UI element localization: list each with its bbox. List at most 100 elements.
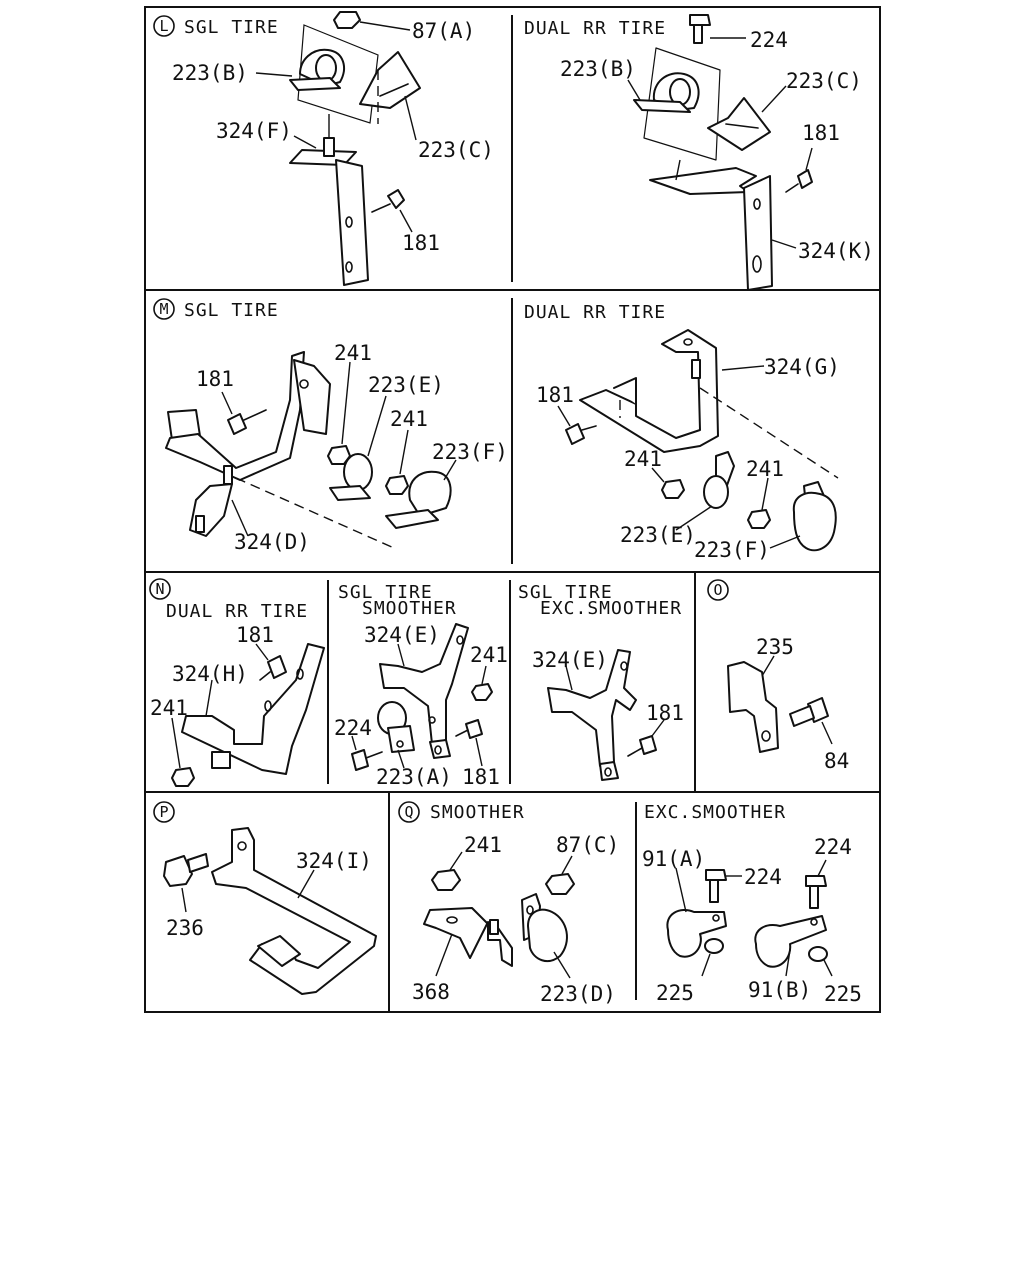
callout-324e-n3: 324(E) [532,648,608,672]
washer-225-q2-drawing [808,946,833,977]
clamp-223a-drawing [377,701,415,753]
callout-181: 181 [402,231,440,255]
callout-223e-m-dual: 223(E) [620,523,696,547]
clamp-223e-m-dual-drawing [675,451,735,531]
callout-223d: 223(D) [540,982,616,1006]
callout-181-dual: 181 [802,121,840,145]
callout-324k: 324(K) [798,239,874,263]
callout-224-q2: 224 [814,835,852,859]
bracket-324k-drawing [649,159,773,291]
panel-title-m-sgl-tire: SGL TIRE [184,300,279,321]
svg-text:O: O [713,581,722,599]
callout-91a: 91(A) [642,847,705,871]
callout-241-m-dual2: 241 [746,457,784,481]
panel-title-n-exc-smoother: EXC.SMOOTHER [540,598,682,619]
bracket-324i-drawing [211,827,377,995]
washer-225-q-drawing [701,938,724,977]
section-p: P 324(I) 236 [153,801,377,995]
section-badge-m: M [153,298,175,320]
bracket-324f-drawing [289,114,369,286]
callout-181-n3: 181 [646,701,684,725]
section-badge-l: L [153,15,175,37]
section-n: N DUAL RR TIRE SGL TIRE SMOOTHER SGL TIR… [149,578,684,789]
panel-title-l-dual-rr-tire: DUAL RR TIRE [524,18,666,39]
clip-223c-drawing [359,51,421,124]
bolt-224-n-drawing [351,735,383,771]
callout-324i: 324(I) [296,849,372,873]
callout-181-m: 181 [196,367,234,391]
svg-text:L: L [159,17,168,35]
diagram-frame [144,6,881,1013]
svg-text:N: N [155,580,164,598]
callout-241-m: 241 [334,341,372,365]
bolt-181-dual-drawing [785,147,813,193]
callout-224-q: 224 [744,865,782,889]
callout-241-n: 241 [150,696,188,720]
bolt-181-m-dual-drawing [557,405,597,445]
panel-title-n-dual-rr-tire: DUAL RR TIRE [166,601,308,622]
panel-title-n-smoother: SMOOTHER [362,598,457,619]
bracket-324g-drawing [579,329,719,453]
callout-225-q2: 225 [824,982,862,1006]
nut-241-m-dual2-drawing [747,477,771,529]
bolt-224-drawing [689,14,746,44]
section-o: O 235 84 [707,579,849,773]
callout-324h: 324(H) [172,662,248,686]
nut-241-n-drawing [171,717,195,787]
section-q: Q SMOOTHER EXC.SMOOTHER 241 87(C) 368 22… [398,801,862,1006]
bolt-84-drawing [789,697,833,745]
nut-241-m2-drawing [385,429,409,495]
callout-87c: 87(C) [556,833,619,857]
callout-223e-m: 223(E) [368,373,444,397]
bolt-181-n3-drawing [627,719,665,757]
section-badge-q: Q [398,801,420,823]
callout-223b-dual: 223(B) [560,57,636,81]
callout-181-n2: 181 [462,765,500,789]
callout-368: 368 [412,980,450,1004]
panel-title-q-smoother: SMOOTHER [430,802,525,823]
panel-title-l-sgl-tire: SGL TIRE [184,17,279,38]
section-l: L SGL TIRE DUAL RR TIRE [153,11,874,291]
nut-87a-drawing [333,11,411,31]
nut-241-n2-drawing [471,665,493,701]
callout-241-n2: 241 [470,643,508,667]
callout-223b: 223(B) [172,61,248,85]
callout-241-m2: 241 [390,407,428,431]
bracket-324h-drawing [181,643,325,775]
bracket-235-drawing [727,655,779,753]
callout-224: 224 [750,28,788,52]
callout-224-n: 224 [334,716,372,740]
callout-181-n: 181 [236,623,274,647]
callout-223c: 223(C) [418,138,494,162]
svg-text:M: M [159,300,168,318]
callout-91b: 91(B) [748,978,811,1002]
panel-title-q-exc-smoother: EXC.SMOOTHER [644,802,786,823]
bolt-224-q-drawing [705,869,742,903]
nut-241-m-drawing [327,361,351,465]
panel-title-m-dual-rr-tire: DUAL RR TIRE [524,302,666,323]
bolt-181-drawing [371,189,413,233]
nut-241-m-dual-drawing [651,467,685,499]
callout-223f-m-dual: 223(F) [694,538,770,562]
clip-223b-dual-drawing [633,47,721,161]
section-m: M SGL TIRE DUAL RR TIRE [153,298,840,562]
callout-181-m-dual: 181 [536,383,574,407]
bracket-324e-n-drawing [379,623,469,759]
callout-236: 236 [166,916,204,940]
svg-text:P: P [159,803,168,821]
callout-324g: 324(G) [764,355,840,379]
panel-title-n-sgl-tire: SGL TIRE [338,582,433,603]
bolt-181-m-drawing [221,391,267,435]
callout-225-q: 225 [656,981,694,1005]
bolt-224-q2-drawing [805,859,827,909]
callout-223c-dual: 223(C) [786,69,862,93]
clamp-223f-m-dual-drawing [769,481,837,552]
callout-324f: 324(F) [216,119,292,143]
clamp-223f-m-drawing [385,459,457,529]
callout-235: 235 [756,635,794,659]
bolt-236-drawing [163,853,209,913]
clip-91a-drawing [666,867,727,958]
clip-223d-drawing [521,893,571,979]
svg-text:Q: Q [404,803,413,821]
